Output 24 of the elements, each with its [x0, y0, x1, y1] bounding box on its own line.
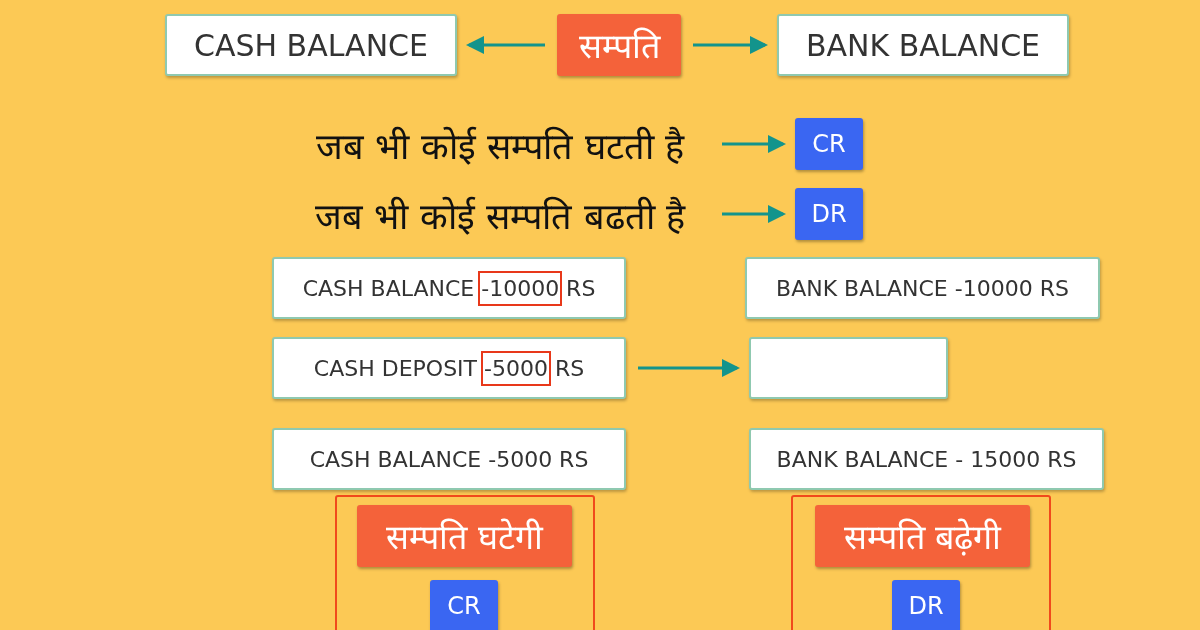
label-box: CASH DEPOSIT -5000 RS: [272, 337, 626, 399]
label-box: BANK BALANCE -10000 RS: [745, 257, 1100, 319]
arrow: [466, 36, 545, 54]
tag-box: CR: [795, 118, 863, 170]
heading-box: सम्पति घटेगी: [357, 505, 572, 567]
statement-text: जब भी कोई सम्पति घटती है: [290, 116, 710, 174]
highlight-frame: [335, 495, 595, 630]
heading-box: सम्पति बढ़ेगी: [815, 505, 1030, 567]
arrow: [693, 36, 768, 54]
label-box: CASH BALANCE -10000 RS: [272, 257, 626, 319]
label-box: CASH BALANCE -5000 RS: [272, 428, 626, 490]
label-box: CASH BALANCE: [165, 14, 457, 76]
label-box: [749, 337, 948, 399]
statement-text: जब भी कोई सम्पति बढती है: [290, 186, 710, 244]
arrow: [722, 135, 786, 153]
arrow: [722, 205, 786, 223]
tag-box: DR: [892, 580, 960, 630]
tag-box: CR: [430, 580, 498, 630]
label-box: BANK BALANCE: [777, 14, 1069, 76]
heading-box: सम्पति: [557, 14, 681, 76]
tag-box: DR: [795, 188, 863, 240]
label-box: BANK BALANCE - 15000 RS: [749, 428, 1104, 490]
arrow: [638, 359, 740, 377]
highlight-frame: [791, 495, 1051, 630]
